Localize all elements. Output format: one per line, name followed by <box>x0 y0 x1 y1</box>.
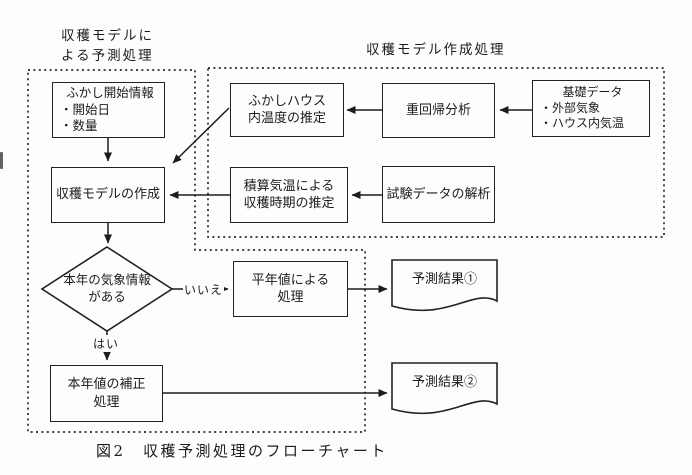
node-base-data: 基礎データ ・外部気象 ・ハウス内気温 <box>532 80 650 137</box>
node-fukashi-start-info-item: ・開始日 <box>60 101 111 117</box>
node-multiple-regression: 重回帰分析 <box>382 83 495 138</box>
document-result2-label: 予測結果② <box>411 375 477 391</box>
figure-caption: 図2 収穫予測処理のフローチャート <box>96 442 388 460</box>
decision-diamond-shape <box>40 246 174 332</box>
node-fukashi-start-info-title: ふかし開始情報 <box>66 85 154 101</box>
document-result1-label: 予測結果① <box>411 272 477 288</box>
node-base-data-item: ・ハウス内気温 <box>540 116 625 131</box>
node-base-data-title: 基礎データ <box>562 84 623 99</box>
node-house-temp-estimation: ふかしハウス 内温度の推定 <box>230 83 344 137</box>
dotted-right-region-outline <box>207 67 665 238</box>
node-harvest-time-estimation: 積算気温による 収穫時期の推定 <box>230 167 348 223</box>
document-result1-shape <box>391 259 498 312</box>
arrow-housetemp-to-modelcreation <box>172 107 230 164</box>
decision-weather-info-label: 本年の気象情報 がある <box>63 272 151 304</box>
node-test-data-analysis: 試験データの解析 <box>382 166 495 223</box>
scan-edge-artifact <box>0 152 3 169</box>
node-harvest-model-creation: 収穫モデルの作成 <box>51 167 165 223</box>
node-fukashi-start-info-item: ・数量 <box>60 118 98 134</box>
left-group-title: 収穫モデルに よる予測処理 <box>61 28 154 65</box>
edge-label-no: いいえ <box>183 281 225 298</box>
node-normal-year-processing: 平年値による 処理 <box>233 261 348 317</box>
node-base-data-item: ・外部気象 <box>540 100 601 115</box>
node-fukashi-start-info: ふかし開始情報 ・開始日 ・数量 <box>52 82 165 138</box>
right-group-title: 収穫モデル作成処理 <box>366 42 506 58</box>
document-result2-shape <box>391 362 498 415</box>
node-current-year-correction: 本年値の補正 処理 <box>50 365 163 422</box>
edge-label-yes: はい <box>92 335 121 352</box>
